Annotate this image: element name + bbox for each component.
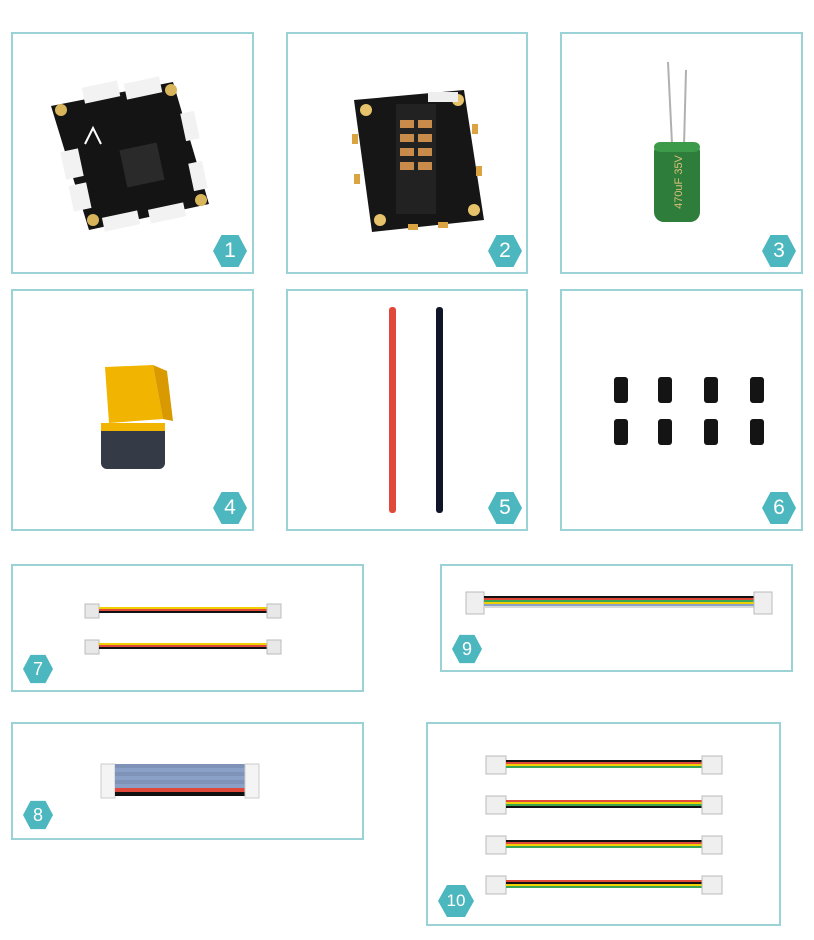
flight-controller-image (51, 76, 209, 232)
jst-4pin-cables-image (485, 755, 723, 895)
number-badge-10: 10 (438, 885, 474, 917)
panel-10: 10 (426, 722, 781, 926)
number-badge-4: 4 (213, 492, 247, 524)
panel-6: 6 (560, 289, 803, 531)
panel-7: 7 (11, 564, 364, 692)
number-badge-6: 6 (762, 492, 796, 524)
flat-cable-image (100, 763, 260, 799)
panel-2: 2 (286, 32, 528, 274)
esc-board-image (352, 90, 484, 232)
panel-5: 5 (286, 289, 528, 531)
short-cables-image (84, 603, 282, 655)
panel-4: 4 (11, 289, 254, 531)
capacitor-label: 470uF 35V (673, 154, 685, 208)
panel-1: 1 (11, 32, 254, 274)
panel-8: 8 (11, 722, 364, 840)
power-wires-image (389, 307, 443, 513)
panel-3: 470uF 35V 3 (560, 32, 803, 274)
number-badge-1: 1 (213, 235, 247, 267)
jst-6pin-cable-image (465, 591, 773, 615)
panel-9: 9 (440, 564, 793, 672)
xt60-connector-image (101, 365, 173, 469)
capacitor-image: 470uF 35V (654, 61, 700, 222)
number-badge-3: 3 (762, 235, 796, 267)
grommets-image (614, 377, 764, 445)
